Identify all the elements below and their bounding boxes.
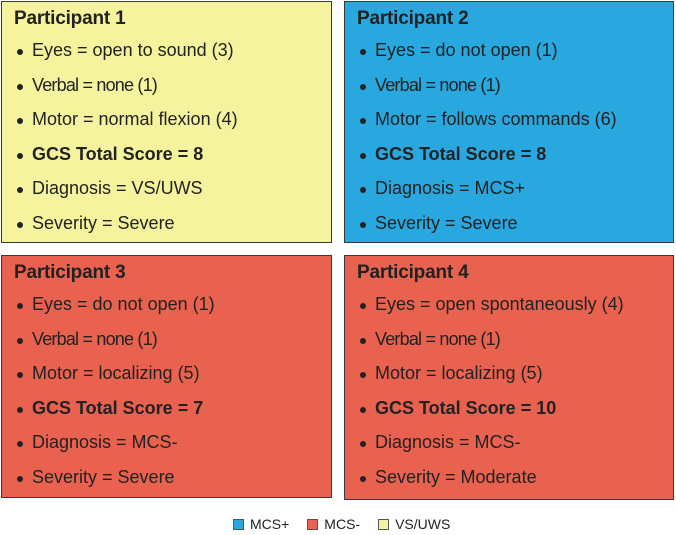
list-item: Diagnosis = MCS- bbox=[14, 432, 215, 467]
legend-label: VS/UWS bbox=[395, 516, 451, 532]
legend: MCS+ MCS- VS/UWS bbox=[233, 515, 468, 533]
participant-3-panel: Participant 3 Eyes = do not open (1) Ver… bbox=[1, 255, 332, 498]
severity: Severity = Severe bbox=[375, 212, 518, 233]
list-item: Severity = Severe bbox=[14, 467, 215, 502]
list-item: Motor = normal flexion (4) bbox=[14, 109, 238, 144]
list-item: Motor = localizing (5) bbox=[357, 363, 624, 398]
diagnosis: Diagnosis = MCS+ bbox=[375, 178, 526, 198]
list-item: Diagnosis = VS/UWS bbox=[14, 178, 238, 213]
diagnosis: Diagnosis = MCS- bbox=[32, 432, 178, 452]
list-item: Eyes = do not open (1) bbox=[14, 294, 215, 329]
eyes-score: Eyes = open spontaneously (4) bbox=[375, 294, 624, 314]
motor-score: Motor = localizing (5) bbox=[375, 363, 543, 383]
criteria-list: Eyes = do not open (1) Verbal = none (1)… bbox=[357, 40, 617, 247]
motor-score: Motor = follows commands (6) bbox=[375, 109, 617, 129]
list-item: Verbal = none (1) bbox=[14, 75, 238, 110]
gcs-total-score: GCS Total Score = 7 bbox=[32, 397, 204, 418]
legend-label: MCS+ bbox=[250, 516, 290, 532]
list-item: GCS Total Score = 7 bbox=[14, 398, 215, 433]
legend-item-mcs-minus: MCS- bbox=[307, 516, 360, 532]
panel-title: Participant 4 bbox=[357, 262, 469, 283]
legend-item-mcs-plus: MCS+ bbox=[233, 516, 289, 532]
verbal-score: Verbal = none (1) bbox=[32, 328, 158, 349]
panel-title: Participant 1 bbox=[14, 8, 126, 29]
motor-score: Motor = normal flexion (4) bbox=[32, 109, 238, 129]
verbal-score: Verbal = none (1) bbox=[375, 74, 501, 95]
list-item: Eyes = open spontaneously (4) bbox=[357, 294, 624, 329]
criteria-list: Eyes = do not open (1) Verbal = none (1)… bbox=[14, 294, 215, 501]
list-item: Eyes = open to sound (3) bbox=[14, 40, 238, 75]
gcs-total-score: GCS Total Score = 8 bbox=[375, 143, 547, 164]
verbal-score: Verbal = none (1) bbox=[375, 328, 501, 349]
gcs-total-score: GCS Total Score = 8 bbox=[32, 143, 204, 164]
list-item: GCS Total Score = 8 bbox=[14, 144, 238, 179]
participant-4-panel: Participant 4 Eyes = open spontaneously … bbox=[344, 255, 674, 500]
panel-title: Participant 2 bbox=[357, 8, 469, 29]
list-item: Eyes = do not open (1) bbox=[357, 40, 617, 75]
list-item: GCS Total Score = 8 bbox=[357, 144, 617, 179]
participant-1-panel: Participant 1 Eyes = open to sound (3) V… bbox=[1, 1, 332, 243]
panel-title: Participant 3 bbox=[14, 262, 126, 283]
list-item: Severity = Moderate bbox=[357, 467, 624, 502]
list-item: Verbal = none (1) bbox=[357, 329, 624, 364]
criteria-list: Eyes = open spontaneously (4) Verbal = n… bbox=[357, 294, 624, 501]
severity: Severity = Moderate bbox=[375, 466, 537, 487]
legend-item-vs-uws: VS/UWS bbox=[378, 516, 450, 532]
list-item: Severity = Severe bbox=[14, 213, 238, 248]
diagnosis: Diagnosis = MCS- bbox=[375, 432, 521, 452]
list-item: Diagnosis = MCS+ bbox=[357, 178, 617, 213]
list-item: Verbal = none (1) bbox=[14, 329, 215, 364]
list-item: GCS Total Score = 10 bbox=[357, 398, 624, 433]
list-item: Verbal = none (1) bbox=[357, 75, 617, 110]
severity: Severity = Severe bbox=[32, 212, 175, 233]
criteria-list: Eyes = open to sound (3) Verbal = none (… bbox=[14, 40, 238, 247]
motor-score: Motor = localizing (5) bbox=[32, 363, 200, 383]
list-item: Motor = localizing (5) bbox=[14, 363, 215, 398]
diagnosis: Diagnosis = VS/UWS bbox=[32, 178, 203, 198]
legend-swatch bbox=[307, 518, 319, 530]
list-item: Motor = follows commands (6) bbox=[357, 109, 617, 144]
list-item: Severity = Severe bbox=[357, 213, 617, 248]
legend-label: MCS- bbox=[324, 516, 361, 532]
list-item: Diagnosis = MCS- bbox=[357, 432, 624, 467]
verbal-score: Verbal = none (1) bbox=[32, 74, 158, 95]
eyes-score: Eyes = do not open (1) bbox=[32, 294, 215, 314]
eyes-score: Eyes = do not open (1) bbox=[375, 40, 558, 60]
gcs-total-score: GCS Total Score = 10 bbox=[375, 397, 557, 418]
eyes-score: Eyes = open to sound (3) bbox=[32, 40, 234, 60]
participant-2-panel: Participant 2 Eyes = do not open (1) Ver… bbox=[344, 1, 674, 243]
severity: Severity = Severe bbox=[32, 466, 175, 487]
legend-swatch bbox=[233, 518, 244, 530]
legend-swatch bbox=[378, 518, 390, 530]
